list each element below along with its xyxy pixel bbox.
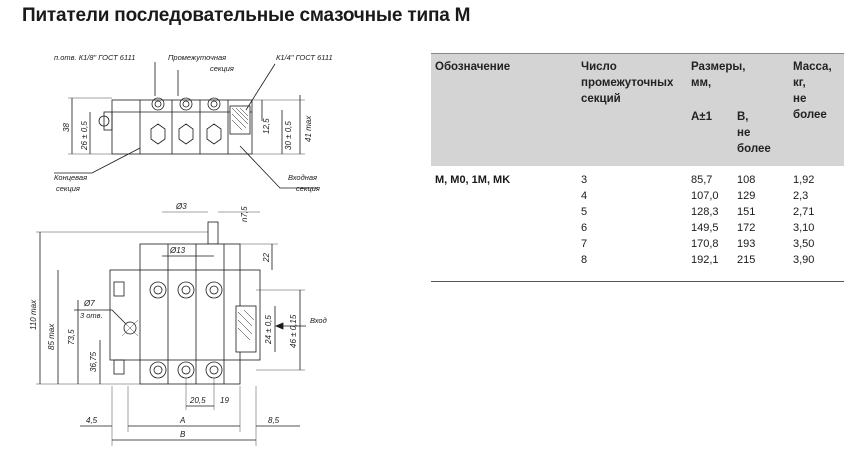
dim-b: B: [180, 430, 186, 439]
table-header: Обозначение Число промежуточных секций Р…: [431, 53, 844, 166]
cell-b: 151: [737, 206, 756, 218]
cell-mass: 3,90: [793, 254, 815, 266]
cell-a: 107,0: [691, 190, 719, 202]
dim-30: 30 ± 0,5: [284, 121, 293, 150]
label-hole: п.отв. К1/8" ГОСТ 6111: [54, 53, 135, 62]
cell-sections: 3: [581, 174, 588, 186]
dim-19: 19: [220, 396, 229, 405]
cell-b: 193: [737, 238, 756, 250]
label-inlet: Вход: [310, 316, 327, 325]
dim-26: 26 ± 0,5: [80, 121, 89, 151]
page-title: Питатели последовательные смазочные типа…: [22, 5, 471, 26]
label-inlet-2: секция: [296, 184, 320, 193]
cell-a: 85,7: [691, 174, 713, 186]
label-thread: К1/4" ГОСТ 6111: [276, 53, 333, 62]
label-end-2: секция: [56, 184, 80, 193]
cell-sections: 4: [581, 190, 588, 202]
cell-mass: 3,50: [793, 238, 815, 250]
label-intermediate-1: Промежуточная: [168, 53, 226, 62]
cell-sections: 6: [581, 222, 588, 234]
cell-b: 108: [737, 174, 756, 186]
table-row: M, M0, 1M, MK 3 85,7 108 1,92: [431, 172, 844, 188]
dim-8-5: 8,5: [268, 416, 280, 425]
header-sections: Число промежуточных секций: [581, 61, 674, 105]
cell-b: 172: [737, 222, 756, 234]
table-row: 4 107,0 129 2,3: [431, 188, 844, 204]
dim-7-5: n7,5: [240, 206, 249, 222]
cell-a: 128,3: [691, 206, 719, 218]
cell-mass: 3,10: [793, 222, 815, 234]
dim-phi3: Ø3: [175, 202, 187, 211]
cell-a: 170,8: [691, 238, 719, 250]
dim-36-75: 36,75: [89, 351, 98, 372]
table-row: 6 149,5 172 3,10: [431, 220, 844, 236]
label-holes-count: 3 отв.: [80, 311, 103, 320]
cell-b: 129: [737, 190, 756, 202]
cell-sections: 7: [581, 238, 588, 250]
cell-designation: M, M0, 1M, MK: [435, 174, 511, 186]
dim-phi7: Ø7: [83, 299, 95, 308]
technical-drawing: п.отв. К1/8" ГОСТ 6111 Промежуточная сек…: [29, 53, 333, 446]
dim-110: 110 max: [29, 299, 38, 330]
table-body: M, M0, 1M, MK 3 85,7 108 1,92 4 107,0 12…: [431, 166, 844, 282]
dim-22: 22: [262, 253, 271, 263]
cell-b: 215: [737, 254, 756, 266]
header-sizes: Размеры, мм,: [691, 61, 746, 89]
cell-a: 149,5: [691, 222, 719, 234]
dim-41: 41 max: [304, 115, 313, 142]
cell-mass: 2,71: [793, 206, 815, 218]
dim-20-5: 20,5: [189, 396, 206, 405]
dim-38: 38: [62, 123, 71, 132]
spec-table: Обозначение Число промежуточных секций Р…: [431, 53, 844, 282]
dim-85: 85 max: [47, 323, 56, 350]
label-intermediate-2: секция: [210, 64, 234, 73]
cell-mass: 1,92: [793, 174, 815, 186]
header-a: A±1: [691, 111, 713, 123]
header-designation: Обозначение: [435, 61, 511, 73]
cell-sections: 5: [581, 206, 588, 218]
label-inlet-1: Входная: [288, 173, 317, 182]
cell-sections: 8: [581, 254, 588, 266]
dim-24: 24 ± 0,5: [264, 315, 273, 345]
dim-4-5: 4,5: [86, 416, 98, 425]
label-end-1: Концевая: [54, 173, 87, 182]
table-row: 7 170,8 193 3,50: [431, 236, 844, 252]
dim-12-5: 12,5: [262, 118, 271, 134]
table-row: 8 192,1 215 3,90: [431, 252, 844, 268]
dim-phi13: Ø13: [169, 246, 186, 255]
cell-a: 192,1: [691, 254, 719, 266]
table-row: 5 128,3 151 2,71: [431, 204, 844, 220]
cell-mass: 2,3: [793, 190, 809, 202]
dim-46: 46 ± 0,15: [289, 314, 298, 348]
dim-73-5: 73,5: [67, 329, 76, 345]
dim-a: A: [179, 416, 185, 425]
header-b: B, не более: [737, 111, 771, 155]
header-mass: Масса, кг, не более: [793, 61, 832, 121]
